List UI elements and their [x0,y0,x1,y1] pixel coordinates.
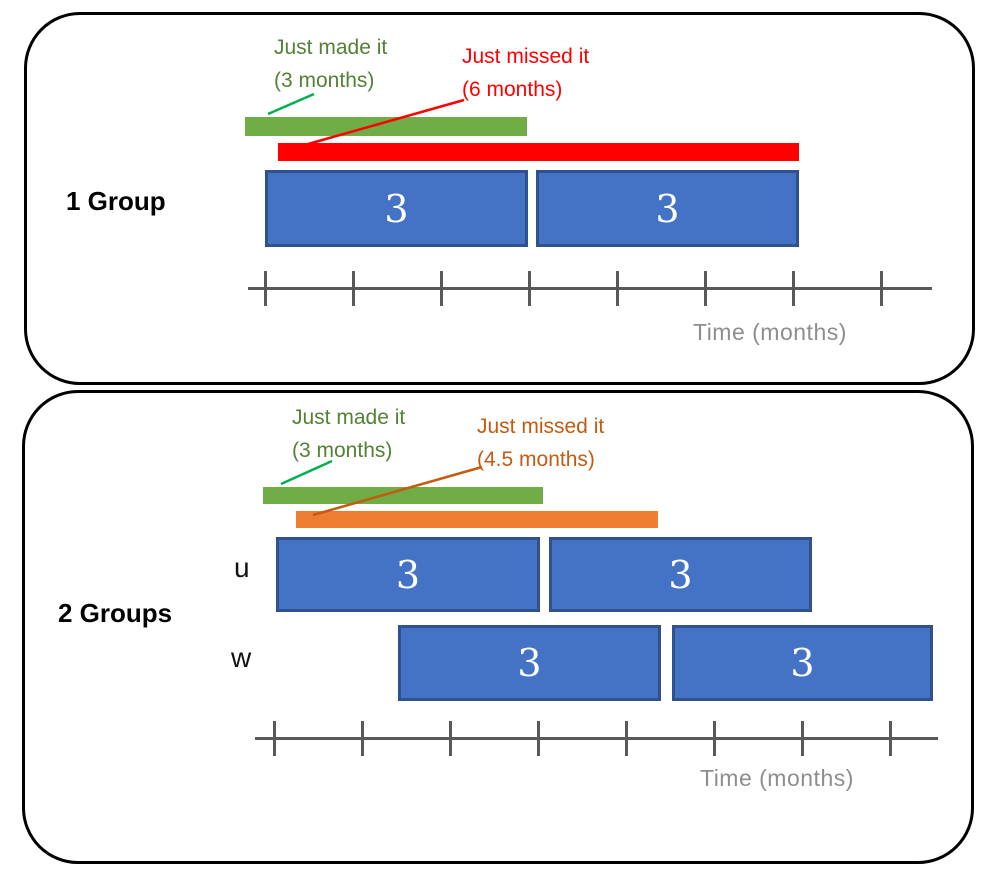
panel1-segment-box-2: 3 [536,170,799,247]
axis-tick [361,721,364,756]
panel2-row-w-segment-value-2: 3 [790,641,815,685]
axis-tick [880,271,883,306]
panel1-segment-value-2: 3 [655,186,680,231]
panel2-row-u-segment-value-2: 3 [668,552,693,597]
panel1-missed-line1: Just missed it [462,45,590,68]
panel2-made-line2: (3 months) [292,439,393,462]
axis-tick [713,721,716,756]
panel2-axis-line [255,737,938,740]
panel1-segment-box-1: 3 [265,170,528,247]
panel1-made-annotation: Just made it (3 months) [274,31,387,97]
panel2-row-u-label: u [234,552,250,583]
panel1-missed-interval-bar [278,143,799,161]
panel1-segment-value-1: 3 [384,186,409,231]
panel1-missed-annotation: Just missed it (6 months) [462,40,589,106]
panel2-missed-line1: Just missed it [477,415,605,438]
panel2-axis-label: Time (months) [700,765,854,791]
axis-tick [273,721,276,756]
panel2-missed-interval-bar [296,511,658,528]
panel2-made-line1: Just made it [292,406,406,429]
axis-tick [352,271,355,306]
axis-tick [528,271,531,306]
axis-tick [704,271,707,306]
panel2-row-u-segment-box-1: 3 [276,537,540,612]
axis-tick [449,721,452,756]
panel1-made-line2: (3 months) [274,69,375,92]
panel2-made-interval-bar [263,487,543,504]
panel2-row-u-segment-value-1: 3 [395,552,421,597]
axis-tick [537,721,540,756]
panel2-row-w-label: w [231,642,252,673]
panel2-row-w-segment-box-2: 3 [672,625,933,701]
panel2-row-w-segment-value-1: 3 [517,641,542,685]
panel2-made-annotation: Just made it (3 months) [292,401,405,467]
axis-tick [440,271,443,306]
panel1-missed-line2: (6 months) [462,78,563,101]
panel2-title: 2 Groups [58,598,173,628]
panel2-row-u-segment-box-2: 3 [549,537,812,612]
panel1-made-interval-bar [245,117,527,136]
axis-tick [616,271,619,306]
axis-tick [889,721,892,756]
panel1-axis-label: Time (months) [693,319,847,345]
panel1-axis-line [248,287,932,290]
axis-tick [792,271,795,306]
axis-tick [625,721,628,756]
panel1-title: 1 Group [66,186,166,216]
panel1-made-line1: Just made it [274,36,388,59]
panel2-missed-line2: (4.5 months) [477,448,595,471]
axis-tick [801,721,804,756]
panel2-missed-annotation: Just missed it (4.5 months) [477,410,604,476]
panel2-row-w-segment-box-1: 3 [398,625,661,701]
axis-tick [264,271,267,306]
